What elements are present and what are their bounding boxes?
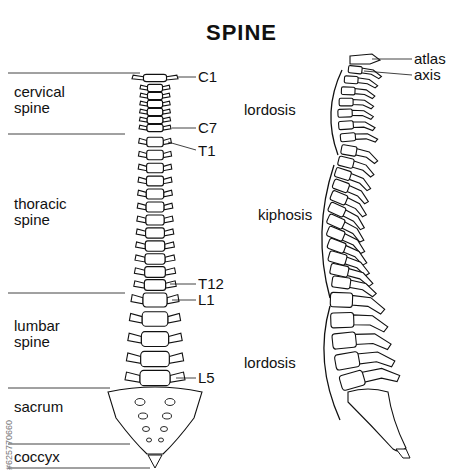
vertebra xyxy=(126,351,183,366)
leader-lines xyxy=(168,59,412,378)
leader-line xyxy=(168,142,196,150)
vertebra xyxy=(338,108,374,120)
vertebra xyxy=(140,84,170,91)
coccyx-bone xyxy=(396,449,410,458)
foramen xyxy=(163,413,172,419)
curve-line xyxy=(324,306,340,420)
vertebra xyxy=(132,74,178,81)
vertebra xyxy=(128,332,182,347)
vertebra xyxy=(136,241,175,251)
vertebra-label: T1 xyxy=(198,143,216,159)
sacrum-bone xyxy=(108,387,202,454)
foramen xyxy=(147,438,152,442)
vertebra xyxy=(131,293,179,307)
leader-line xyxy=(172,300,196,301)
vertebra xyxy=(330,292,385,314)
vertebra xyxy=(134,280,176,291)
vertebra xyxy=(129,312,180,326)
vertebra xyxy=(137,202,173,212)
foramen xyxy=(143,427,150,432)
vertebra-label: T12 xyxy=(198,276,224,292)
vertebra-label: axis xyxy=(414,67,441,83)
curve-line xyxy=(322,165,334,298)
region-label: lumbar spine xyxy=(14,318,86,350)
vertebra xyxy=(331,311,388,334)
vertebra xyxy=(139,137,172,146)
vertebra xyxy=(138,176,172,186)
vertebra xyxy=(135,254,175,265)
front-spine xyxy=(108,74,202,468)
vertebra xyxy=(138,189,173,199)
region-label: thoracic spine xyxy=(14,196,86,228)
vertebra xyxy=(138,163,172,173)
divider-line xyxy=(8,388,110,389)
vertebra xyxy=(339,98,373,109)
vertebra xyxy=(138,150,171,159)
vertebra xyxy=(137,215,173,225)
vertebra xyxy=(140,92,170,99)
vertebra xyxy=(340,131,378,145)
vertebra-label: C7 xyxy=(198,120,217,136)
vertebra xyxy=(140,108,171,115)
region-label: cervical spine xyxy=(14,84,86,116)
foramen xyxy=(161,427,168,432)
foramen xyxy=(159,438,164,442)
vertebra-label: C1 xyxy=(198,69,217,85)
vertebra xyxy=(139,124,171,131)
vertebra xyxy=(134,267,175,278)
vertebra xyxy=(139,116,170,123)
curve-label: lordosis xyxy=(244,102,296,118)
curve-label: kiphosis xyxy=(258,207,312,223)
vertebra-label: L1 xyxy=(198,292,215,308)
curvature-arc xyxy=(322,70,342,420)
leader-line xyxy=(364,71,412,75)
leader-line xyxy=(170,284,196,285)
divider-line xyxy=(8,293,125,294)
curve-label: lordosis xyxy=(244,355,296,371)
region-label: coccyx xyxy=(14,449,104,465)
divider-line xyxy=(8,468,150,469)
leader-line xyxy=(178,77,196,78)
divider-line xyxy=(8,134,125,135)
foramen xyxy=(165,399,175,406)
divider-line xyxy=(8,73,140,74)
foramen xyxy=(135,399,145,406)
vertebra xyxy=(136,228,174,238)
sacral-foramina xyxy=(135,399,175,443)
vertebra-label: atlas xyxy=(414,51,446,67)
leader-line xyxy=(176,378,196,379)
foramen xyxy=(139,413,148,419)
vertebra xyxy=(332,328,392,355)
curve-line xyxy=(331,70,342,155)
divider-line xyxy=(8,444,130,445)
leader-line xyxy=(372,59,412,60)
vertebra xyxy=(344,76,378,88)
vertebra xyxy=(140,100,170,107)
vertebra xyxy=(341,87,375,99)
title: SPINE xyxy=(206,20,277,46)
leader-line xyxy=(172,128,196,129)
coccyx-bone xyxy=(148,455,162,468)
side-spine xyxy=(324,54,410,458)
sacrum-bone xyxy=(348,389,406,451)
watermark: #625770660 xyxy=(1,420,17,470)
vertebra-label: L5 xyxy=(198,370,215,386)
region-label: sacrum xyxy=(14,399,104,415)
vertebra xyxy=(338,119,375,133)
